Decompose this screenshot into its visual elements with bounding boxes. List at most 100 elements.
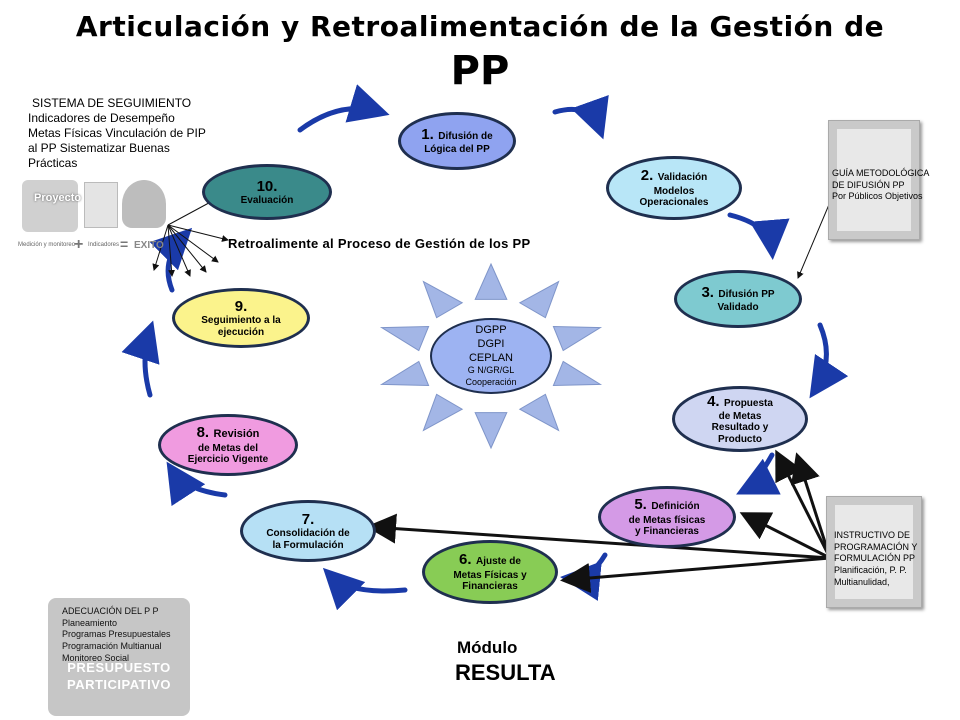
sun-ray bbox=[422, 393, 464, 432]
adecuacion-line: Programas Presupuestales bbox=[62, 629, 171, 640]
proyecto-image bbox=[22, 180, 78, 232]
retroalimentacion-label: Retroalimente al Proceso de Gestión de l… bbox=[228, 236, 531, 251]
pointer-arrow bbox=[775, 449, 832, 559]
node-text: Revisión bbox=[213, 428, 260, 441]
node-7-consolidacion: 7. Consolidación de la Formulación bbox=[240, 500, 376, 562]
node-3-difusion-validado: 3. Difusión PP Validado bbox=[674, 270, 802, 328]
adecuacion-line: Programación Multianual bbox=[62, 641, 162, 652]
node-number: 9. bbox=[234, 297, 248, 315]
pointer-arrow bbox=[167, 224, 219, 263]
node-text: Lógica del PP bbox=[424, 144, 490, 156]
instructivo-line: Planificación, P. P. bbox=[834, 565, 907, 576]
equals-sign: = bbox=[120, 236, 129, 252]
pointer-arrow bbox=[560, 556, 831, 593]
instructivo-line: INSTRUCTIVO DE bbox=[834, 530, 911, 540]
node-number: 8. bbox=[196, 424, 210, 442]
seguimiento-note: SISTEMA DE SEGUIMIENTO Indicadores de De… bbox=[28, 96, 248, 171]
pointer-arrow bbox=[152, 224, 169, 271]
node-10-evaluacion: 10. Evaluación bbox=[202, 164, 332, 220]
page-title-line2: PP bbox=[450, 48, 510, 94]
adecuacion-line: ADECUACIÓN DEL P P bbox=[62, 606, 159, 616]
cycle-arrow bbox=[552, 95, 609, 140]
pointer-arrow bbox=[366, 513, 831, 560]
guia-note: GUÍA METODOLÓGICA DE DIFUSIÓN PP Por Púb… bbox=[832, 168, 952, 203]
pointer-arrow bbox=[167, 224, 229, 242]
node-number: 7. bbox=[301, 510, 315, 528]
logo-line: PRESUPUESTO bbox=[67, 660, 171, 675]
node-number: 2. bbox=[640, 167, 654, 185]
node-text: Resultado y bbox=[711, 422, 769, 434]
sun-ray bbox=[474, 412, 508, 450]
pointer-arrow bbox=[791, 452, 832, 559]
seguimiento-line: Metas Físicas Vinculación de PIP bbox=[28, 126, 206, 140]
sun-ray bbox=[379, 325, 430, 352]
node-text: Seguimiento a la bbox=[201, 315, 281, 327]
node-text: Difusión PP bbox=[718, 289, 775, 301]
node-text: de Metas físicas bbox=[628, 514, 706, 526]
chart-document-image bbox=[84, 182, 118, 228]
seguimiento-line: SISTEMA DE SEGUIMIENTO bbox=[32, 96, 192, 110]
instructivo-line: Multianulidad, bbox=[834, 576, 890, 587]
modulo-label: Módulo bbox=[457, 638, 518, 657]
center-line: DGPP bbox=[475, 324, 507, 337]
node-2-validacion: 2. Validación Modelos Operacionales bbox=[606, 156, 742, 220]
instructivo-line: FORMULACIÓN PP bbox=[834, 553, 916, 564]
logo-line: PARTICIPATIVO bbox=[67, 676, 171, 692]
node-number: 5. bbox=[634, 496, 647, 514]
sun-ray bbox=[518, 393, 560, 432]
pointer-arrow bbox=[167, 224, 191, 277]
node-text: Evaluación bbox=[240, 194, 294, 206]
adecuacion-note: ADECUACIÓN DEL P P Planeamiento Programa… bbox=[62, 606, 192, 664]
presupuesto-participativo-logo: PRESUPUESTO PARTICIPATIVO bbox=[48, 598, 190, 716]
plus-sign: + bbox=[74, 236, 84, 253]
sun-ray bbox=[379, 360, 430, 387]
node-4-propuesta: 4. Propuesta de Metas Resultado y Produc… bbox=[672, 386, 808, 452]
instructivo-note: INSTRUCTIVO DE PROGRAMACIÓN Y FORMULACIÓ… bbox=[834, 530, 954, 588]
proyecto-label: Proyecto bbox=[34, 192, 82, 204]
guia-line: DE DIFUSIÓN PP bbox=[832, 179, 905, 190]
node-text: Modelos bbox=[653, 185, 695, 197]
node-6-ajuste: 6. Ajuste de Metas Físicas y Financieras bbox=[422, 540, 558, 604]
center-line: G N/GR/GL bbox=[467, 365, 515, 376]
sun-ray bbox=[518, 280, 560, 319]
indicadores-label: Indicadores bbox=[88, 242, 120, 248]
node-text: Financieras bbox=[462, 581, 518, 593]
instructivo-document-image bbox=[826, 496, 922, 608]
sun-ray bbox=[552, 360, 603, 387]
center-line: DGPI bbox=[477, 337, 505, 350]
center-line: CEPLAN bbox=[468, 351, 514, 364]
guia-line: Por Públicos Objetivos bbox=[832, 191, 923, 202]
adecuacion-line: Monitoreo Social bbox=[62, 652, 130, 663]
node-1-difusion: 1. Difusión de Lógica del PP bbox=[398, 112, 516, 170]
node-text: la Formulación bbox=[272, 539, 344, 551]
node-text: ejecución bbox=[217, 326, 265, 338]
medicion-label: Medición y monitoreo bbox=[18, 242, 76, 248]
monitoring-illustration: Proyecto Medición y monitoreo + Indicado… bbox=[18, 178, 168, 260]
node-text: Operacionales bbox=[639, 197, 709, 209]
guia-line: GUÍA METODOLÓGICA bbox=[832, 168, 930, 178]
node-text: Producto bbox=[718, 433, 762, 445]
resulta-label: RESULTA bbox=[455, 660, 556, 685]
exito-label: EXITO bbox=[134, 240, 164, 251]
seguimiento-line: Prácticas bbox=[28, 156, 78, 170]
instructivo-line: PROGRAMACIÓN Y bbox=[834, 541, 918, 552]
node-number: 1. bbox=[421, 126, 434, 144]
sun-ray bbox=[474, 262, 508, 300]
guia-document-image bbox=[828, 120, 920, 240]
node-number: 6. bbox=[459, 551, 472, 569]
pointer-arrow bbox=[167, 224, 207, 273]
page-title: Articulación y Retroalimentación de la G… bbox=[75, 10, 885, 43]
node-text: de Metas bbox=[718, 410, 762, 422]
node-text: Definición bbox=[651, 501, 700, 513]
cycle-arrow bbox=[727, 212, 790, 260]
node-text: Validación bbox=[657, 172, 708, 184]
cycle-arrow bbox=[736, 452, 781, 495]
pointer-arrow bbox=[739, 512, 831, 560]
node-text: de Metas del bbox=[197, 442, 259, 454]
adecuacion-line: Planeamiento bbox=[62, 617, 118, 628]
seguimiento-line: al PP Sistematizar Buenas bbox=[28, 141, 170, 155]
pointer-arrow bbox=[167, 224, 176, 277]
node-text: y Financieras bbox=[635, 526, 699, 538]
sun-ray bbox=[422, 280, 464, 319]
